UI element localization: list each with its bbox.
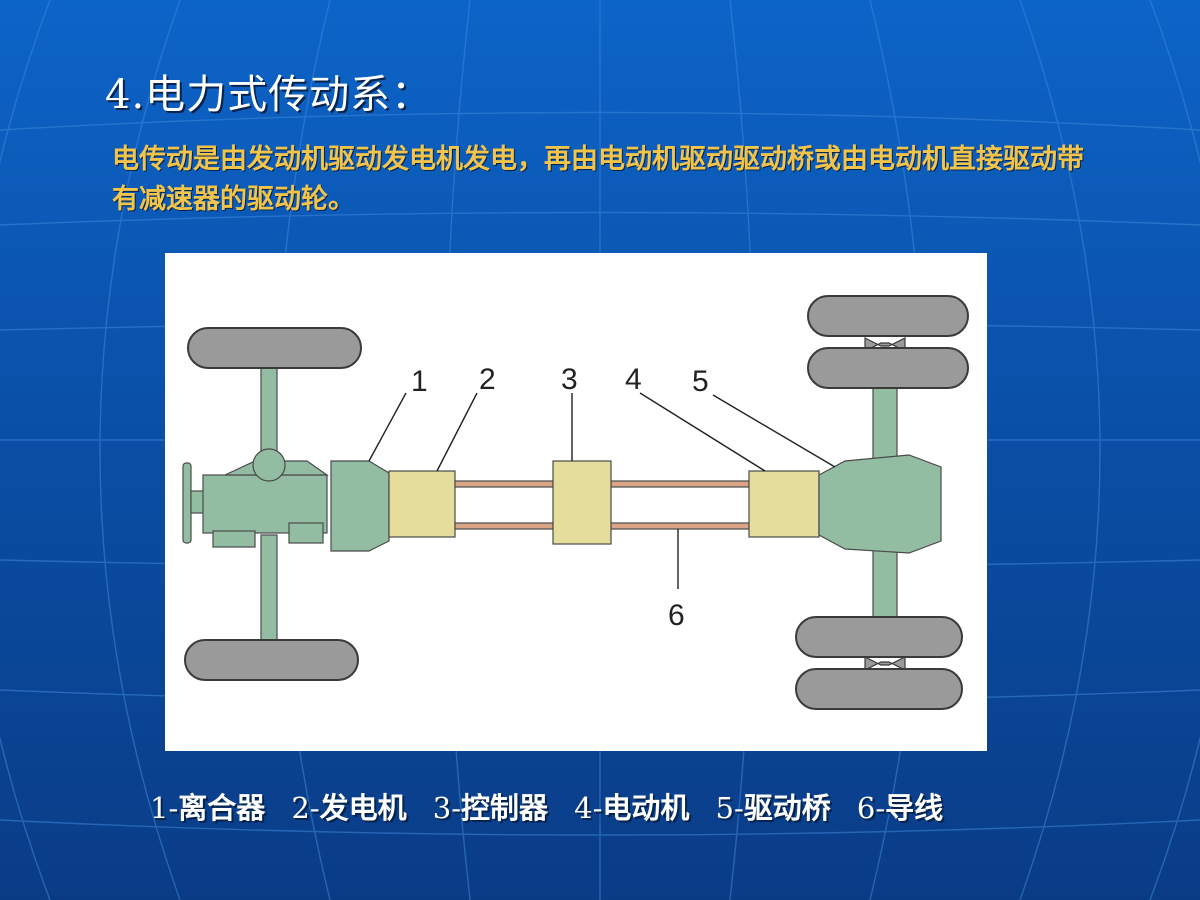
rear-left-outer-tire — [807, 295, 969, 337]
callout-4: 4 — [625, 363, 642, 396]
wire-upper-right — [610, 480, 750, 488]
rear-left-inner-tire — [807, 347, 969, 389]
front-left-tire — [187, 327, 362, 369]
wire-lower-left — [454, 522, 554, 530]
description-text: 电传动是由发动机驱动发电机发电，再由电动机驱动驱动桥或由电动机直接驱动带有减速器… — [112, 144, 1084, 215]
drive-axle-housing — [818, 454, 942, 554]
legend-item-controller: 3-控制器 — [432, 791, 549, 825]
electric-motor — [748, 470, 820, 538]
leader-line-2 — [436, 392, 478, 472]
callout-6: 6 — [668, 599, 685, 632]
legend-item-clutch: 1-离合器 — [150, 791, 266, 825]
leader-line-5 — [712, 394, 836, 468]
legend-item-generator: 2-发电机 — [291, 791, 407, 825]
rear-right-outer-tire — [795, 668, 963, 710]
leader-line-1 — [368, 392, 407, 462]
callout-2: 2 — [479, 363, 496, 396]
rear-right-inner-tire — [795, 616, 963, 658]
legend-item-motor: 4-电动机 — [574, 791, 690, 825]
generator — [388, 470, 456, 538]
leader-line-4 — [639, 392, 766, 472]
wire-lower-right — [610, 522, 750, 530]
front-right-tire — [184, 639, 359, 681]
legend-item-wire: 6-导线 — [856, 791, 944, 825]
callout-5: 5 — [692, 365, 709, 398]
front-axle-lower — [260, 534, 278, 646]
wire-upper-left — [454, 480, 554, 488]
drivetrain-figure: 1 2 3 4 5 6 — [182, 295, 969, 710]
rear-axle-lower — [872, 544, 898, 618]
clutch-housing — [330, 460, 390, 552]
rear-axle-upper — [872, 377, 898, 466]
component-legend: 1-离合器 2-发电机 3-控制器 4-电动机 5-驱动桥 6-导线 — [150, 785, 959, 827]
slide-title: 4.电力式传动系： — [105, 72, 433, 118]
fan-blade — [182, 462, 192, 544]
engine-differential — [252, 448, 286, 482]
drivetrain-diagram: 1 2 3 4 5 6 — [165, 253, 987, 751]
controller — [552, 460, 612, 545]
engine-starter — [288, 522, 324, 544]
callout-1: 1 — [411, 365, 428, 398]
engine-sump — [212, 530, 256, 548]
legend-item-drive-axle: 5-驱动桥 — [715, 791, 831, 825]
callout-3: 3 — [561, 363, 578, 396]
